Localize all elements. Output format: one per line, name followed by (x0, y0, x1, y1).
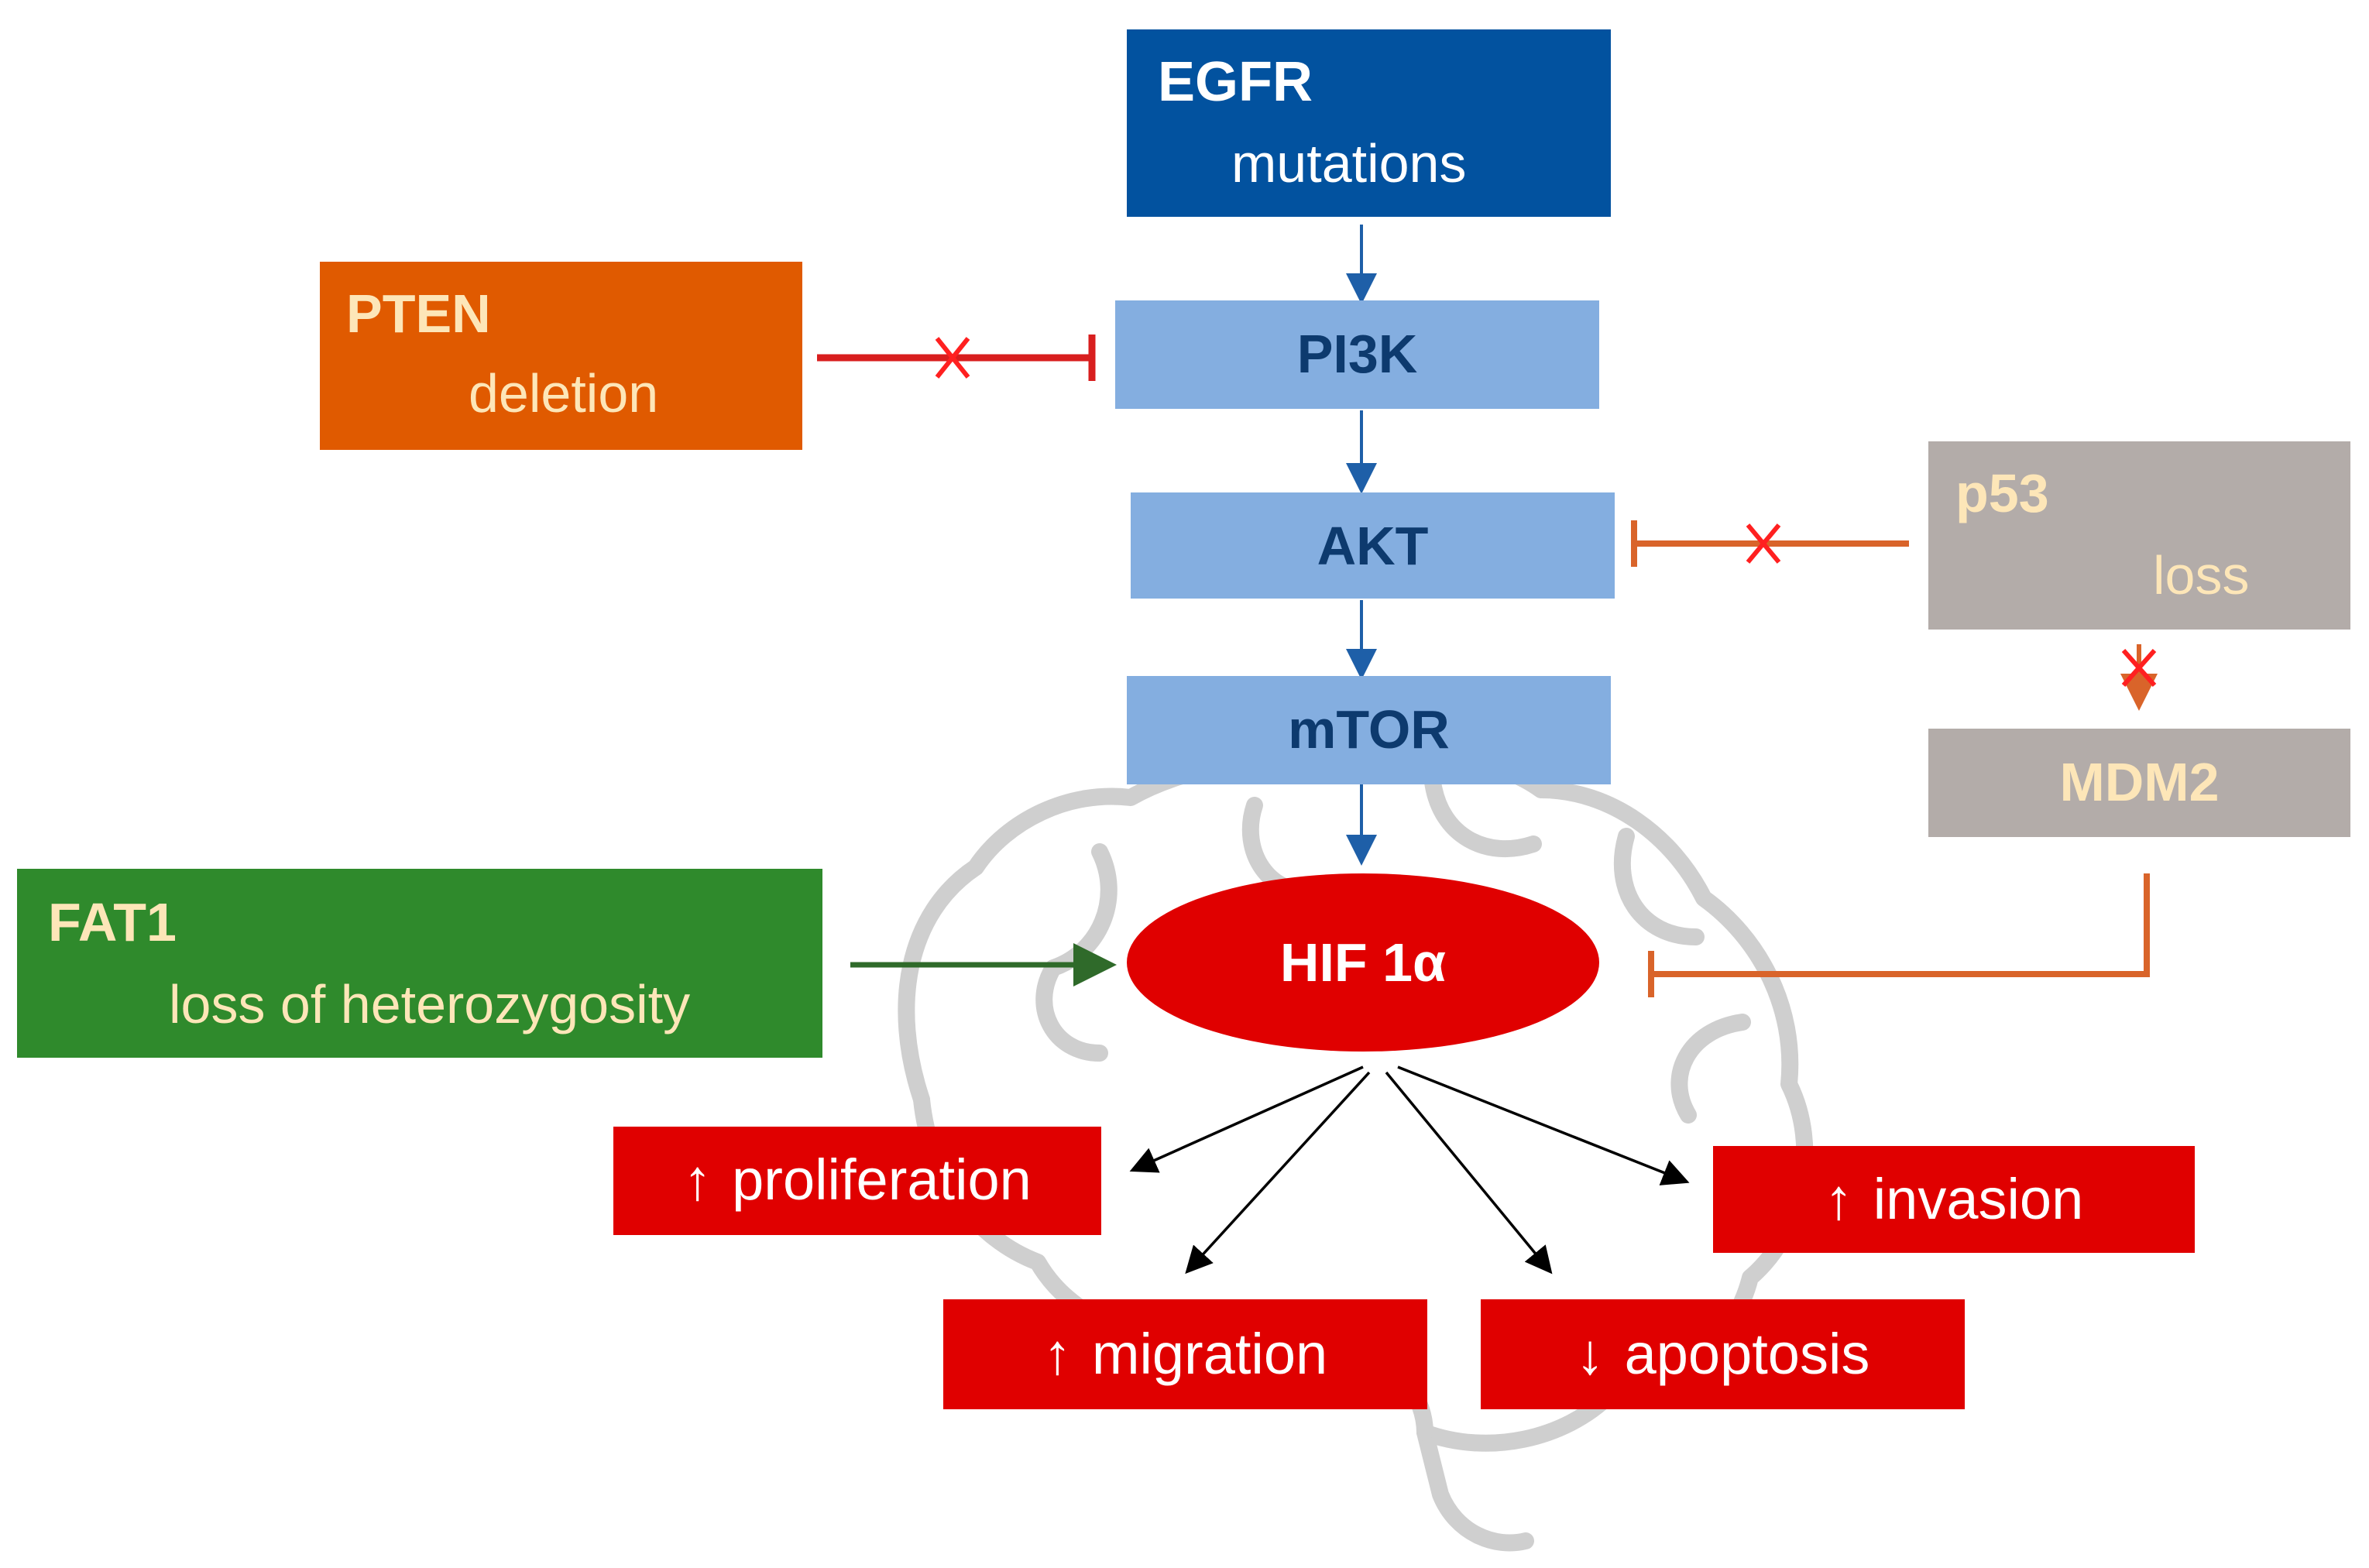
arrow-hif-to-invasion (1397, 1065, 1690, 1185)
inhibition-p53-akt (1631, 520, 1909, 567)
fat1-detail: loss of heterozygosity (169, 974, 691, 1034)
akt-label: AKT (1317, 516, 1429, 576)
pten-detail: deletion (469, 363, 659, 424)
mdm2-box: MDM2 (1928, 729, 2350, 837)
pten-name: PTEN (346, 283, 491, 344)
up-arrow-icon: ↑ (683, 1148, 712, 1212)
outcome-label: apoptosis (1624, 1322, 1870, 1386)
egfr-name: EGFR (1158, 51, 1313, 113)
outcome-label: invasion (1873, 1167, 2084, 1231)
mdm2-label: MDM2 (2059, 752, 2220, 812)
cross-mark-icon (2121, 649, 2157, 687)
fat1-name: FAT1 (48, 892, 177, 952)
mtor-label: mTOR (1288, 699, 1450, 760)
up-arrow-icon: ↑ (1042, 1322, 1072, 1386)
outcome-label: migration (1091, 1322, 1328, 1386)
cross-mark-icon (935, 337, 970, 379)
outcome-migration: ↑ migration (943, 1299, 1427, 1409)
p53-name: p53 (1955, 463, 2049, 523)
hif-label: HIF 1α (1279, 932, 1447, 993)
activation-p53-mdm2 (2120, 644, 2158, 711)
hif-node: HIF 1α (1127, 873, 1599, 1052)
p53-detail: loss (2153, 545, 2250, 606)
outcome-label: proliferation (732, 1148, 1032, 1212)
cross-mark-icon (1746, 523, 1781, 564)
outcome-invasion: ↑ invasion (1713, 1146, 2195, 1253)
up-arrow-icon: ↑ (1824, 1167, 1853, 1231)
arrow-hif-to-proliferation (1129, 1065, 1364, 1173)
pten-box: PTEN deletion (320, 262, 802, 450)
fat1-box: FAT1 loss of heterozygosity (17, 869, 822, 1058)
outcome-apoptosis: ↓ apoptosis (1481, 1299, 1965, 1409)
akt-box: AKT (1131, 492, 1615, 599)
egfr-box: EGFR mutations (1127, 29, 1611, 217)
pi3k-box: PI3K (1115, 300, 1599, 409)
arrow-hif-to-migration (1185, 1071, 1371, 1275)
inhibition-mdm2-hif (1648, 873, 2150, 997)
mtor-box: mTOR (1127, 676, 1611, 784)
egfr-detail: mutations (1231, 133, 1467, 194)
outcome-proliferation: ↑ proliferation (613, 1127, 1101, 1235)
p53-box: p53 loss (1928, 441, 2350, 630)
pi3k-label: PI3K (1296, 324, 1418, 384)
arrow-hif-to-apoptosis (1385, 1071, 1553, 1275)
inhibition-pten-pi3k (817, 335, 1096, 381)
down-arrow-icon: ↓ (1575, 1322, 1605, 1386)
